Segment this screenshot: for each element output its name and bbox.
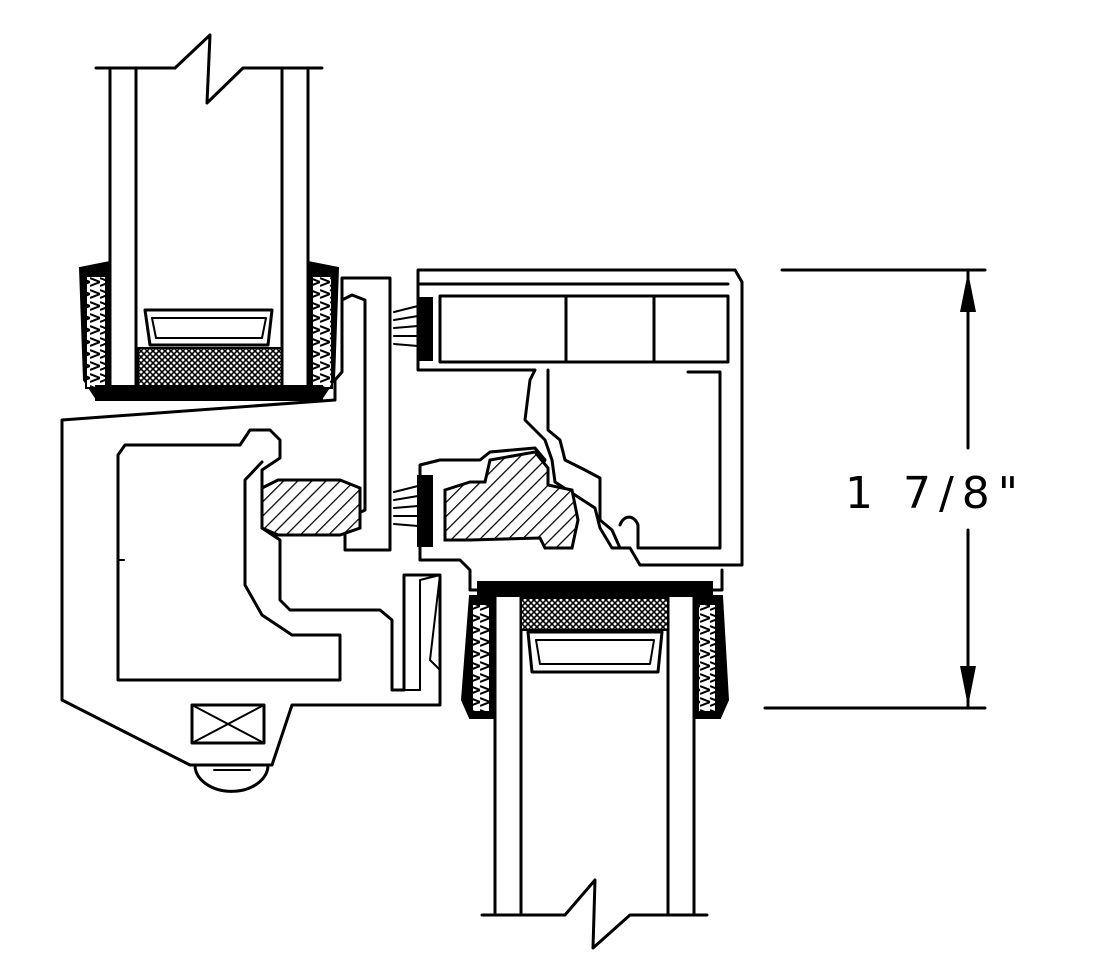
lower-sealant xyxy=(520,597,669,631)
upper-sealant xyxy=(137,347,283,387)
upper-glazing-gaskets xyxy=(78,260,340,401)
upper-spacer xyxy=(143,308,274,347)
dimension-label: 1 7/8" xyxy=(845,468,1026,519)
lower-glass-pane xyxy=(480,594,709,950)
lower-glazing-gaskets xyxy=(460,581,730,719)
dimension-annotation: 1 7/8" xyxy=(763,268,1026,710)
dimension-arrow-up-icon xyxy=(960,272,976,312)
vent-frame-profile xyxy=(403,268,744,691)
left-thermal-break xyxy=(260,478,362,537)
dimension-arrow-down-icon xyxy=(960,666,976,706)
fixed-frame-profile xyxy=(60,276,442,767)
weather-strip-upper xyxy=(393,297,433,361)
lower-spacer xyxy=(526,630,664,674)
right-thermal-break xyxy=(443,450,580,550)
screw-fastener xyxy=(190,703,270,793)
weather-strip-lower xyxy=(393,475,433,547)
upper-glass-pane xyxy=(94,33,324,390)
